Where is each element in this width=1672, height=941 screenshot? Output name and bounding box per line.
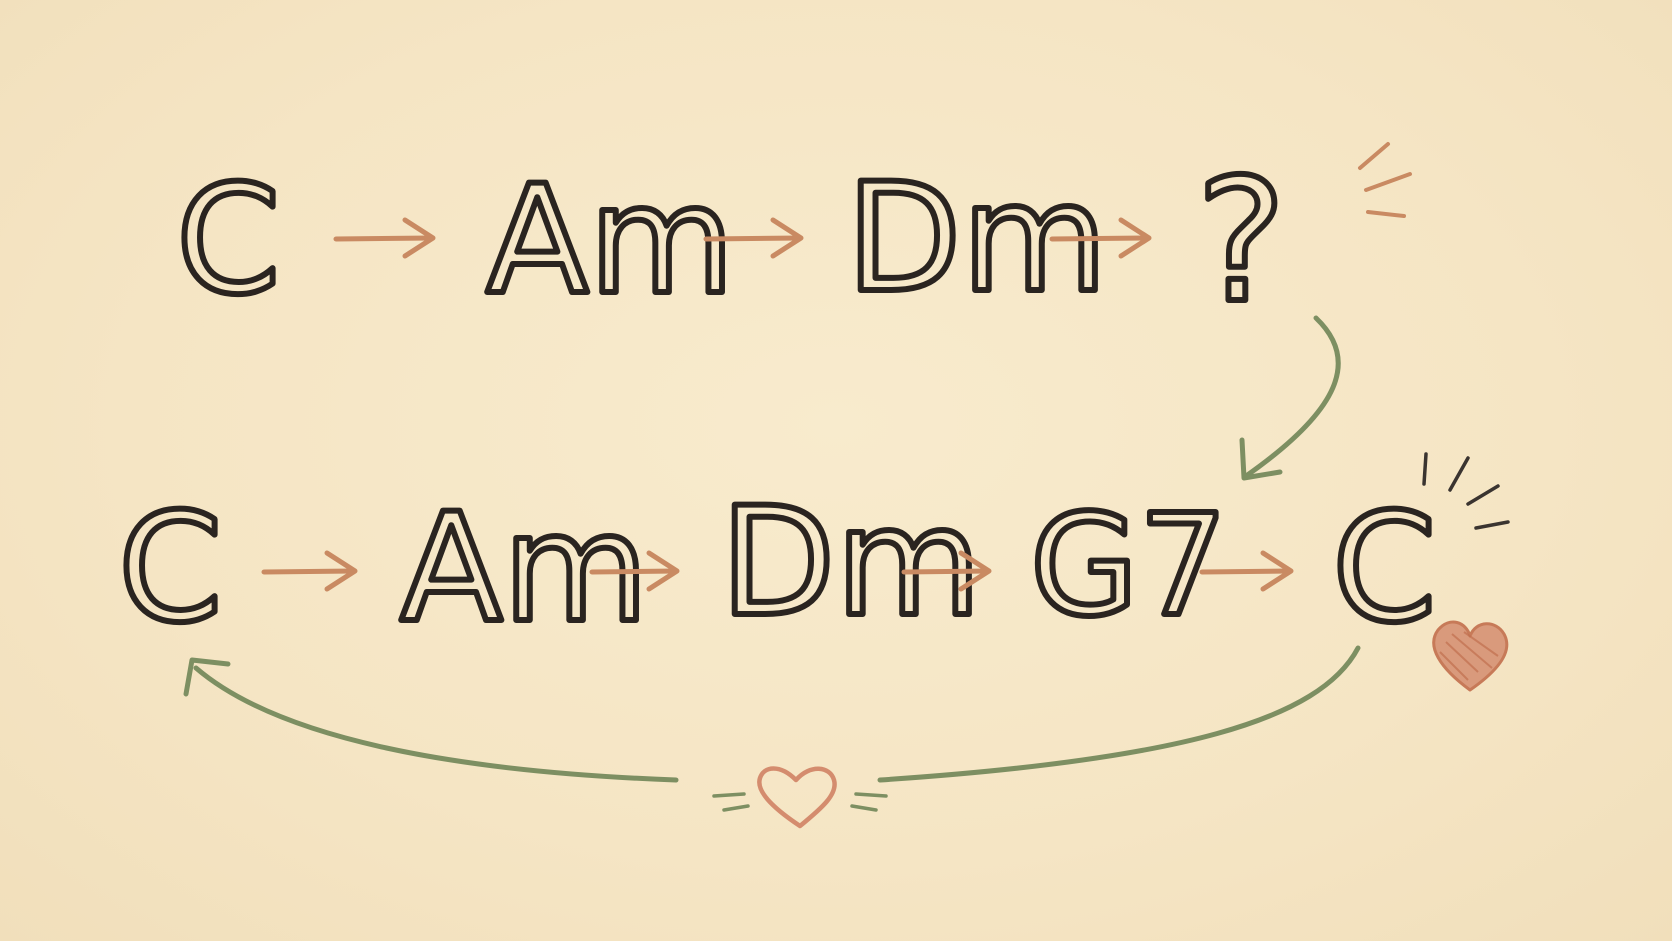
arrow-right-icon: [1199, 550, 1294, 592]
arrow-right-icon: [703, 217, 804, 259]
row1-chord-2: Am: [486, 154, 735, 328]
row2-chord-3: Dm: [720, 476, 982, 650]
row1-chord-1: C: [176, 154, 281, 328]
arrow-right-icon: [901, 550, 992, 592]
row2-arrows: [261, 550, 1294, 592]
row2-chord-4: G7: [1030, 485, 1228, 648]
row2-chord-5: C: [1332, 482, 1437, 656]
row2: C Am Dm G7 C: [115, 473, 1440, 659]
curved-arrow-icon: [183, 645, 1361, 783]
arrow-right-icon: [589, 550, 680, 592]
arrow-right-icon: [1049, 217, 1152, 259]
arrow-right-icon: [261, 550, 358, 592]
curved-arrow-icon: [1239, 315, 1341, 481]
sparkle-lines-icon: [712, 792, 888, 812]
row2-chord-2: Am: [400, 482, 649, 656]
sparkle-lines-icon: [1422, 452, 1510, 530]
heart-icon: [757, 766, 837, 829]
heart-icon: [1432, 620, 1509, 692]
row1-arrows: [333, 217, 1152, 259]
sparkle-lines-icon: [1358, 142, 1412, 218]
arrow-right-icon: [333, 217, 436, 259]
row1-question-mark: ?: [1196, 143, 1286, 341]
row1: C Am Dm ?: [173, 140, 1289, 344]
row2-chord-1: C: [118, 482, 223, 656]
